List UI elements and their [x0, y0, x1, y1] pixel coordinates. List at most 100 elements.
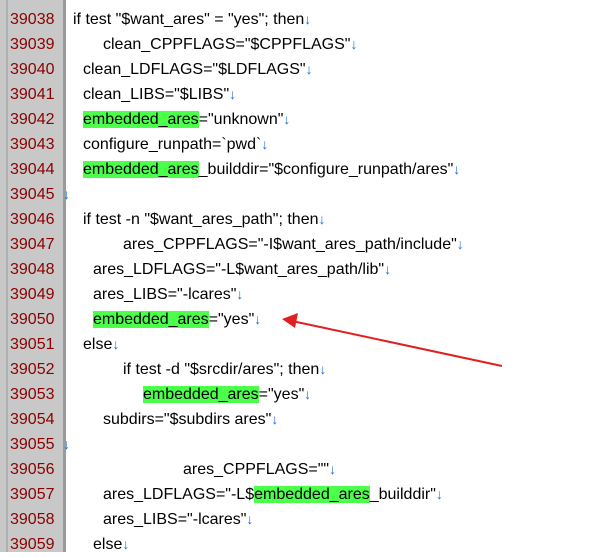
line-number: 39055 — [10, 436, 55, 453]
code-token: ="yes" — [258, 386, 305, 403]
line-number: 39056 — [10, 461, 55, 478]
line-number: 39038 — [10, 11, 55, 28]
code-token: ares_LIBS="-lcares" — [103, 511, 247, 528]
newline-marker-icon: ↓ — [304, 11, 312, 27]
code-text: ares_CPPFLAGS="-I$want_ares_path/include… — [123, 232, 464, 257]
code-line[interactable]: 39054 subdirs="$subdirs ares"↓ — [0, 407, 613, 432]
newline-marker-icon: ↓ — [236, 286, 244, 302]
gutter-divider — [6, 0, 8, 552]
newline-marker-icon: ↓ — [246, 511, 254, 527]
code-token: ares_CPPFLAGS="" — [183, 461, 330, 478]
line-number-gutter — [0, 0, 63, 552]
code-token: ="unknown" — [198, 111, 284, 128]
code-token: ares_CPPFLAGS="-I$want_ares_path/include… — [123, 236, 457, 253]
newline-marker-icon: ↓ — [329, 461, 337, 477]
code-token: ="yes" — [208, 311, 255, 328]
code-line[interactable]: 39050 embedded_ares="yes"↓ — [0, 307, 613, 332]
line-number: 39051 — [10, 336, 55, 353]
code-text: embedded_ares_builddir="$configure_runpa… — [83, 157, 460, 182]
code-line[interactable]: 39040 clean_LDFLAGS="$LDFLAGS"↓ — [0, 57, 613, 82]
line-number: 39058 — [10, 511, 55, 528]
code-text: clean_LIBS="$LIBS"↓ — [83, 82, 236, 107]
code-text: if test "$want_ares" = "yes"; then↓ — [73, 7, 311, 32]
code-text: ares_LDFLAGS="-L$want_ares_path/lib"↓ — [93, 257, 391, 282]
newline-marker-icon: ↓ — [435, 486, 443, 502]
code-line[interactable]: 39042 embedded_ares="unknown"↓ — [0, 107, 613, 132]
code-token: if test "$want_ares" = "yes"; then — [73, 11, 305, 28]
code-text: ↓ — [63, 182, 70, 207]
code-line[interactable]: 39039 clean_CPPFLAGS="$CPPFLAGS"↓ — [0, 32, 613, 57]
code-token: clean_LIBS="$LIBS" — [83, 86, 230, 103]
code-text: if test -d "$srcdir/ares"; then↓ — [123, 357, 326, 382]
line-number: 39048 — [10, 261, 55, 278]
code-text: ↓ — [63, 432, 70, 457]
code-token: subdirs="$subdirs ares" — [103, 411, 272, 428]
code-text: ares_LIBS="-lcares"↓ — [103, 507, 253, 532]
line-number: 39052 — [10, 361, 55, 378]
newline-marker-icon: ↓ — [350, 36, 358, 52]
newline-marker-icon: ↓ — [254, 311, 262, 327]
code-line[interactable]: 39051 else↓ — [0, 332, 613, 357]
code-token: else — [83, 336, 113, 353]
newline-marker-icon: ↓ — [456, 236, 464, 252]
search-highlight: embedded_ares — [83, 161, 199, 178]
code-line[interactable]: 39041 clean_LIBS="$LIBS"↓ — [0, 82, 613, 107]
code-text: ares_CPPFLAGS=""↓ — [183, 457, 336, 482]
code-line[interactable]: 39049 ares_LIBS="-lcares"↓ — [0, 282, 613, 307]
code-text: embedded_ares="yes"↓ — [93, 307, 261, 332]
code-line[interactable]: 39047 ares_CPPFLAGS="-I$want_ares_path/in… — [0, 232, 613, 257]
line-number: 39041 — [10, 86, 55, 103]
newline-marker-icon: ↓ — [261, 136, 269, 152]
code-text: else↓ — [83, 332, 119, 357]
code-token: clean_LDFLAGS="$LDFLAGS" — [83, 61, 306, 78]
line-number: 39057 — [10, 486, 55, 503]
code-line[interactable]: 39045 ↓ — [0, 182, 613, 207]
newline-marker-icon: ↓ — [304, 386, 312, 402]
newline-marker-icon: ↓ — [384, 261, 392, 277]
code-line[interactable]: 39056 ares_CPPFLAGS=""↓ — [0, 457, 613, 482]
line-number: 39053 — [10, 386, 55, 403]
line-number: 39039 — [10, 36, 55, 53]
newline-marker-icon: ↓ — [318, 211, 326, 227]
line-number: 39047 — [10, 236, 55, 253]
search-highlight: embedded_ares — [254, 486, 370, 503]
line-number: 39042 — [10, 111, 55, 128]
code-line[interactable]: 39058 ares_LIBS="-lcares"↓ — [0, 507, 613, 532]
line-number: 39059 — [10, 536, 55, 553]
code-token: ares_LDFLAGS="-L$want_ares_path/lib" — [93, 261, 385, 278]
gutter-border — [63, 0, 66, 552]
code-line[interactable]: 39053 embedded_ares="yes"↓ — [0, 382, 613, 407]
code-token: ares_LIBS="-lcares" — [93, 286, 237, 303]
code-line[interactable]: 39055 ↓ — [0, 432, 613, 457]
code-token: if test -d "$srcdir/ares"; then — [123, 361, 320, 378]
newline-marker-icon: ↓ — [271, 411, 279, 427]
code-line[interactable]: 39038 if test "$want_ares" = "yes"; then↓ — [0, 7, 613, 32]
line-number: 39054 — [10, 411, 55, 428]
newline-marker-icon: ↓ — [122, 536, 130, 552]
code-token: _builddir" — [369, 486, 436, 503]
newline-marker-icon: ↓ — [63, 436, 70, 452]
newline-marker-icon: ↓ — [229, 86, 237, 102]
newline-marker-icon: ↓ — [283, 111, 291, 127]
newline-marker-icon: ↓ — [319, 361, 327, 377]
code-line[interactable]: 39046 if test -n "$want_ares_path"; then↓ — [0, 207, 613, 232]
line-number: 39049 — [10, 286, 55, 303]
code-text: clean_CPPFLAGS="$CPPFLAGS"↓ — [103, 32, 357, 57]
code-token: configure_runpath=`pwd` — [83, 136, 262, 153]
newline-marker-icon: ↓ — [305, 61, 313, 77]
line-number: 39045 — [10, 186, 55, 203]
code-text: embedded_ares="unknown"↓ — [83, 107, 290, 132]
code-line[interactable]: 39052 if test -d "$srcdir/ares"; then↓ — [0, 357, 613, 382]
line-number: 39050 — [10, 311, 55, 328]
code-text: clean_LDFLAGS="$LDFLAGS"↓ — [83, 57, 313, 82]
line-number: 39046 — [10, 211, 55, 228]
code-line[interactable]: 39048 ares_LDFLAGS="-L$want_ares_path/lib… — [0, 257, 613, 282]
code-text: if test -n "$want_ares_path"; then↓ — [83, 207, 326, 232]
line-number: 39040 — [10, 61, 55, 78]
search-highlight: embedded_ares — [143, 386, 259, 403]
